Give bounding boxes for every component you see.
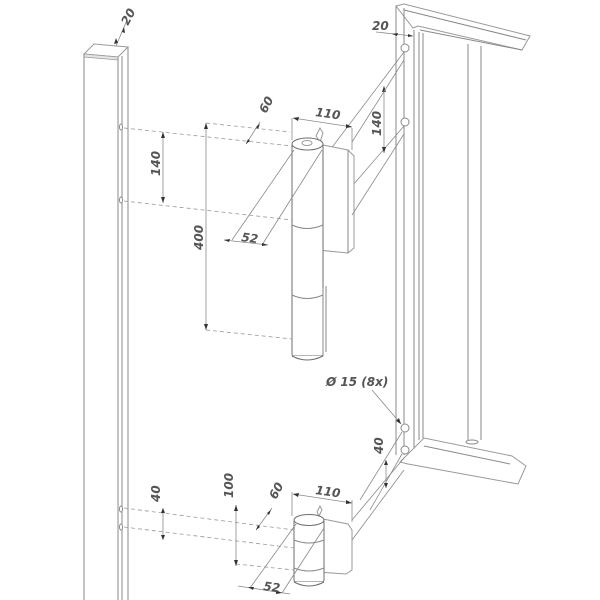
dim-top-hinge-depth: 52 [223, 149, 323, 246]
label-top-hinge-offset: 60 [256, 94, 276, 115]
bottom-hinge [293, 504, 353, 587]
frame-hole-1 [400, 43, 410, 53]
label-top-hinge-width: 110 [315, 105, 342, 122]
post-hole-2 [119, 196, 123, 204]
label-frame-width: 20 [372, 19, 389, 33]
label-hole-diameter: Ø 15 (8x) [325, 375, 388, 389]
dim-bottom-hinge-height: 100 [222, 473, 238, 566]
frame-hole-4 [400, 445, 410, 455]
label-bottom-hinge-depth: 52 [263, 579, 281, 595]
post [82, 43, 130, 600]
frame-hole-2 [400, 117, 410, 127]
dim-frame-hole-spacing: 140 [329, 51, 405, 201]
dim-hole-diameter: Ø 15 (8x) [325, 375, 402, 425]
post-hole-4 [119, 523, 123, 531]
dim-frame-width: 20 [372, 19, 414, 37]
label-top-hinge-height: 400 [192, 225, 206, 251]
dim-top-hinge-width: 110 [291, 105, 353, 150]
dim-post-width: 20 [114, 6, 138, 47]
dim-top-hinge-height: 400 [192, 123, 293, 340]
post-hole-3 [119, 505, 123, 513]
label-bottom-hinge-width: 110 [315, 483, 342, 500]
label-bottom-hinge-height: 100 [222, 473, 236, 498]
dim-top-hole-spacing: 140 [123, 127, 293, 221]
dim-bottom-hinge-width: 110 [291, 483, 353, 522]
gate-frame [395, 3, 531, 485]
dim-frame-bottom-offset: 40 [359, 431, 403, 511]
label-top-hinge-depth: 52 [241, 230, 259, 246]
label-bottom-hinge-offset: 60 [266, 480, 286, 501]
dim-top-hinge-offset: 60 [205, 94, 291, 145]
frame-hole-3 [400, 423, 410, 433]
top-hinge [291, 126, 355, 361]
label-bottom-hole-spacing: 40 [149, 485, 163, 503]
label-top-hole-spacing: 140 [149, 151, 163, 176]
post-hole-1 [119, 123, 123, 131]
dim-bottom-hinge-depth: 52 [237, 523, 325, 595]
dim-bottom-hinge-offset: 60 [255, 480, 286, 531]
dim-bottom-hole-spacing: 40 [149, 485, 165, 540]
label-frame-bottom-offset: 40 [372, 437, 386, 455]
label-frame-hole-spacing: 140 [370, 111, 384, 136]
label-post-width: 20 [118, 6, 138, 27]
